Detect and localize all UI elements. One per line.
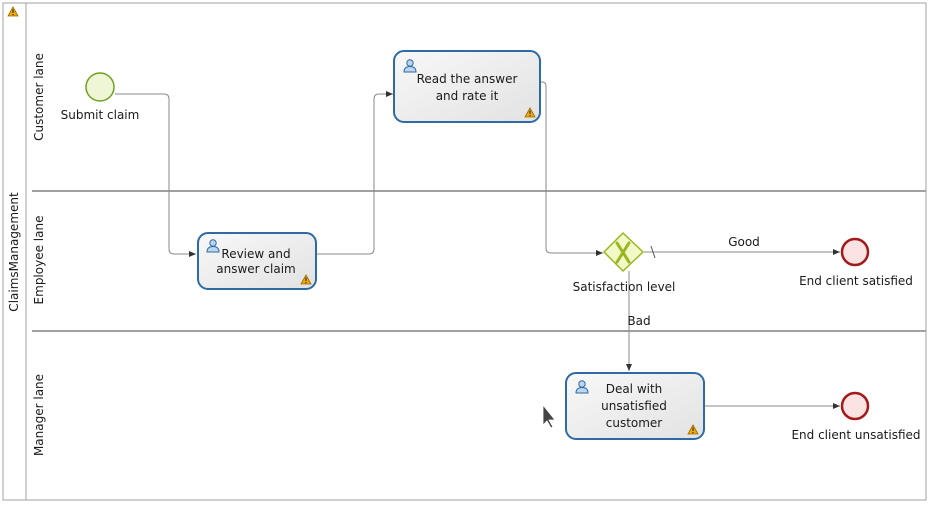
default-flow-marker — [650, 245, 656, 259]
task-review-line2: answer claim — [216, 262, 295, 276]
end-event-satisfied-label: End client satisfied — [799, 274, 913, 288]
lane-label-customer: Customer lane — [32, 53, 46, 141]
task-read-answer-line1: Read the answer — [417, 72, 518, 86]
task-deal-line2: unsatisfied — [601, 399, 667, 413]
task-read-answer[interactable]: Read the answer and rate it — [393, 50, 541, 123]
flow-label-good: Good — [728, 235, 760, 249]
start-event-submit-claim[interactable] — [85, 72, 115, 102]
task-review-answer[interactable]: Review and answer claim — [197, 232, 317, 290]
lane-label-manager: Manager lane — [32, 374, 46, 456]
flow-review-to-read[interactable] — [316, 91, 393, 255]
pool-label: ClaimsManagement — [7, 192, 21, 312]
task-deal-unsatisfied[interactable]: Deal with unsatisfied customer — [565, 372, 705, 440]
start-event-label: Submit claim — [61, 108, 140, 122]
end-event-satisfied[interactable] — [840, 237, 870, 267]
flow-label-bad: Bad — [627, 314, 650, 328]
gateway-label: Satisfaction level — [573, 280, 676, 294]
lane-label-employee: Employee lane — [32, 216, 46, 305]
mouse-cursor-icon — [542, 403, 556, 429]
task-read-answer-line2: and rate it — [436, 89, 499, 103]
flow-start-to-review[interactable] — [115, 93, 196, 257]
task-deal-line1: Deal with — [606, 382, 663, 396]
task-review-line1: Review and — [221, 247, 290, 261]
gateway-satisfaction[interactable] — [602, 231, 645, 273]
flow-read-to-gateway[interactable] — [540, 81, 603, 256]
end-event-unsatisfied-label: End client unsatisfied — [791, 428, 920, 442]
task-deal-line3: customer — [606, 416, 663, 430]
end-event-unsatisfied[interactable] — [840, 391, 870, 421]
